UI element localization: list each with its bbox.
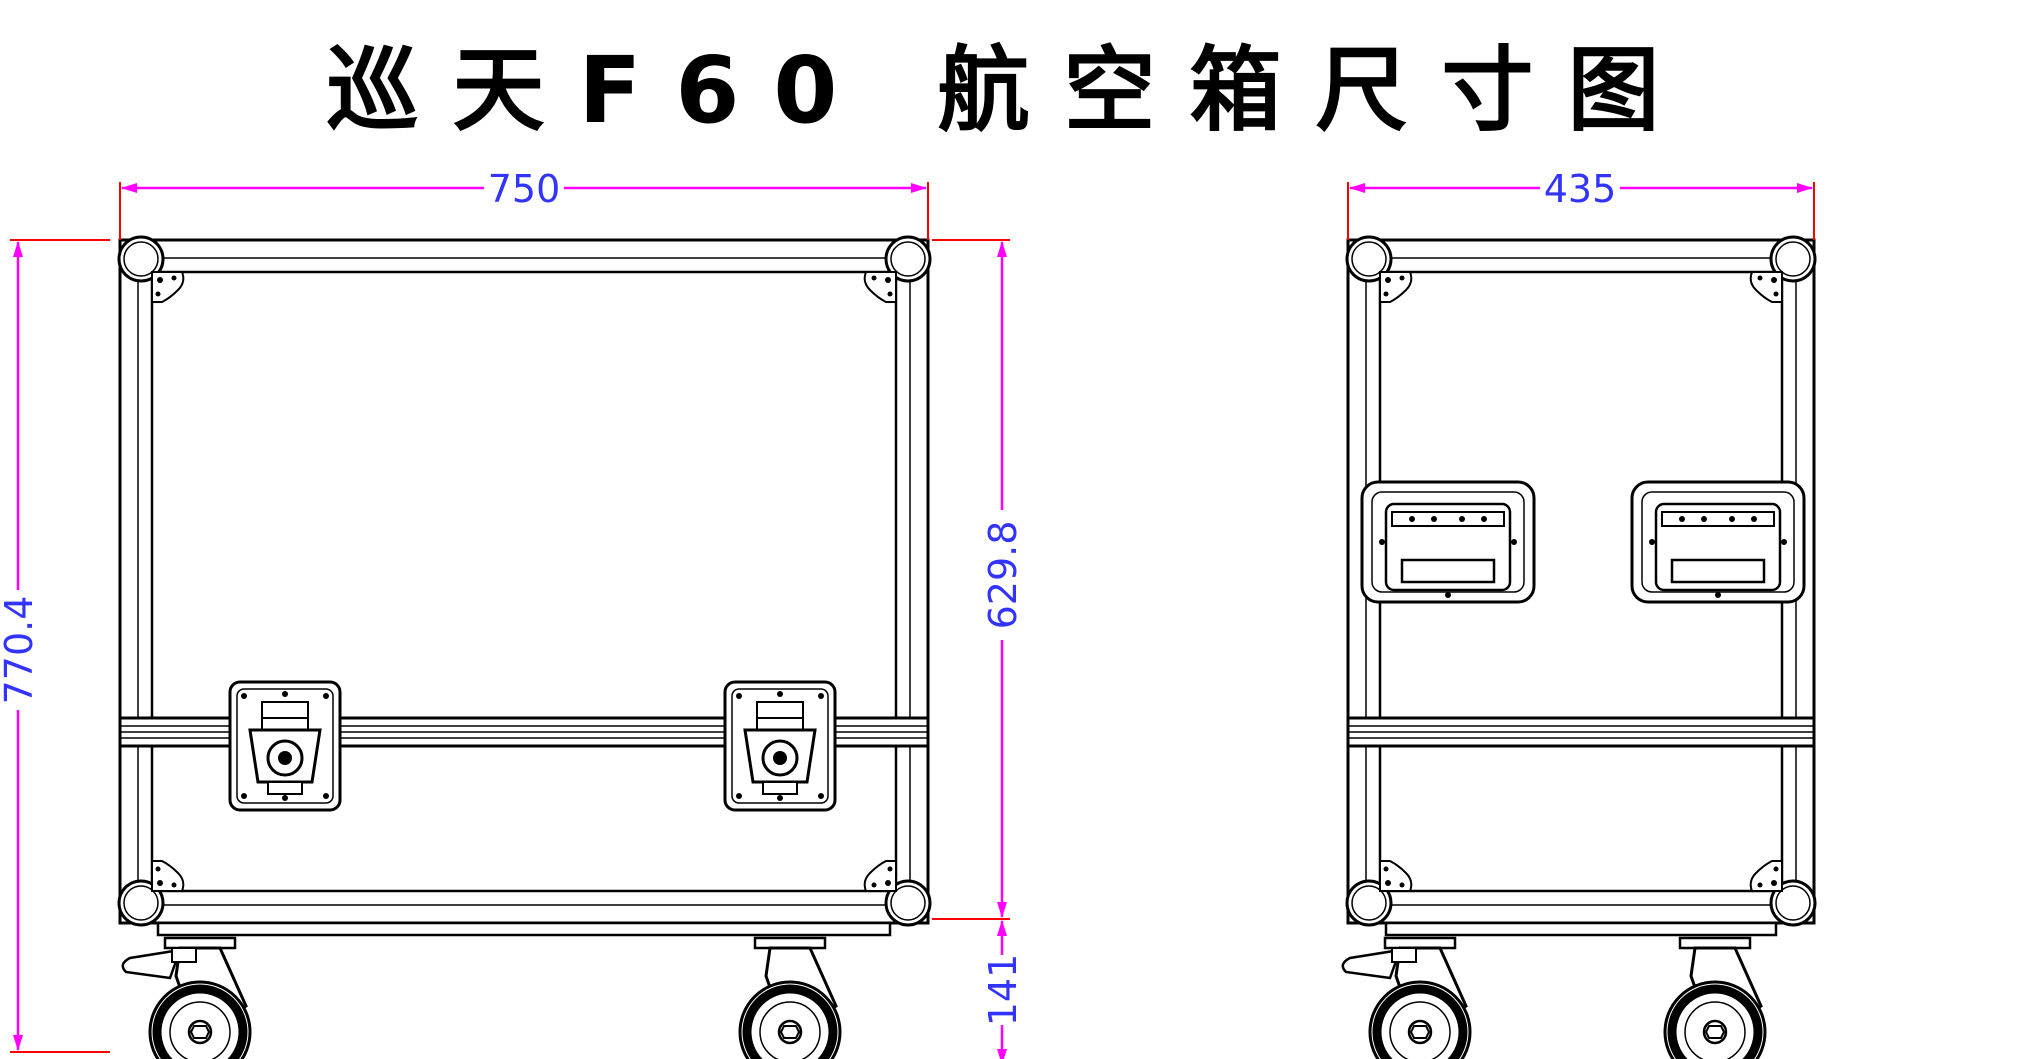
side-caster-right <box>1665 938 1765 1059</box>
side-handle-right <box>1630 480 1806 604</box>
dim-wheel-height-label: 141 <box>981 954 1025 1027</box>
dim-body-height-label: 629.8 <box>981 521 1025 630</box>
page-title: 巡天F60 航空箱尺寸图 <box>326 36 1694 144</box>
front-view <box>117 235 932 1059</box>
front-base-plate <box>156 921 892 937</box>
dimension-lines: 750 435 770.4 629.8 141 <box>0 167 1815 1059</box>
front-caster-right <box>740 938 840 1059</box>
dim-side-width-label: 435 <box>1544 167 1617 211</box>
front-case-body <box>118 238 930 925</box>
side-handle-left <box>1360 480 1536 604</box>
front-latch-left <box>228 680 342 812</box>
dim-front-width-label: 750 <box>488 167 561 211</box>
dim-total-height-label: 770.4 <box>0 596 41 705</box>
front-latch-right <box>723 680 837 812</box>
side-view <box>1341 235 1817 1059</box>
